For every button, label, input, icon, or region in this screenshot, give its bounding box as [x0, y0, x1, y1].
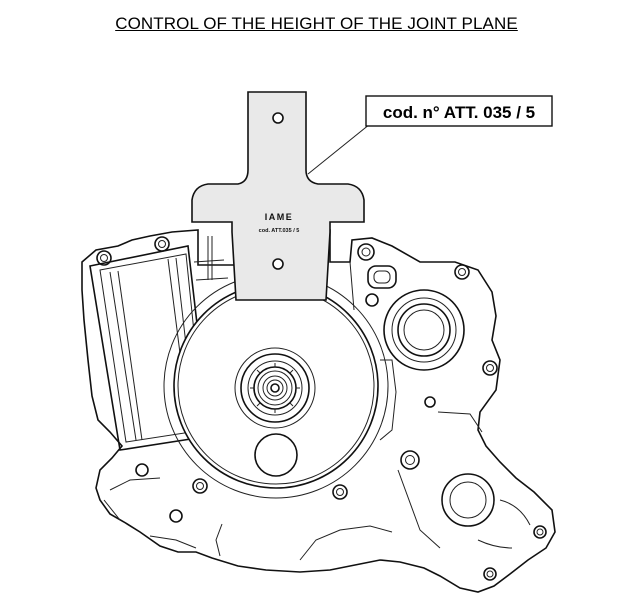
counterweight-hole: [254, 433, 298, 477]
callout-box: [365, 95, 553, 127]
diagram-title: CONTROL OF THE HEIGHT OF THE JOINT PLANE: [115, 14, 518, 33]
lower-right-boss: [441, 473, 531, 549]
oil-passage: [367, 265, 397, 289]
crankshaft-end: [234, 347, 316, 429]
gauge-tool: IAME cod. ATT.035 / 5: [191, 91, 365, 301]
part-callout: cod. n° ATT. 035 / 5: [307, 95, 553, 175]
callout-label: cod. n° ATT. 035 / 5: [383, 103, 535, 122]
tool-brand: IAME: [265, 212, 294, 222]
callout-leader-line: [307, 123, 371, 175]
tool-center-hole: [272, 258, 284, 270]
bolt-holes: [96, 236, 547, 581]
tool-hang-hole: [272, 112, 284, 124]
tool-engraved-code: cod. ATT.035 / 5: [259, 228, 300, 234]
right-bearing-boss: [383, 289, 465, 371]
crankcase-ribs: [103, 236, 483, 561]
